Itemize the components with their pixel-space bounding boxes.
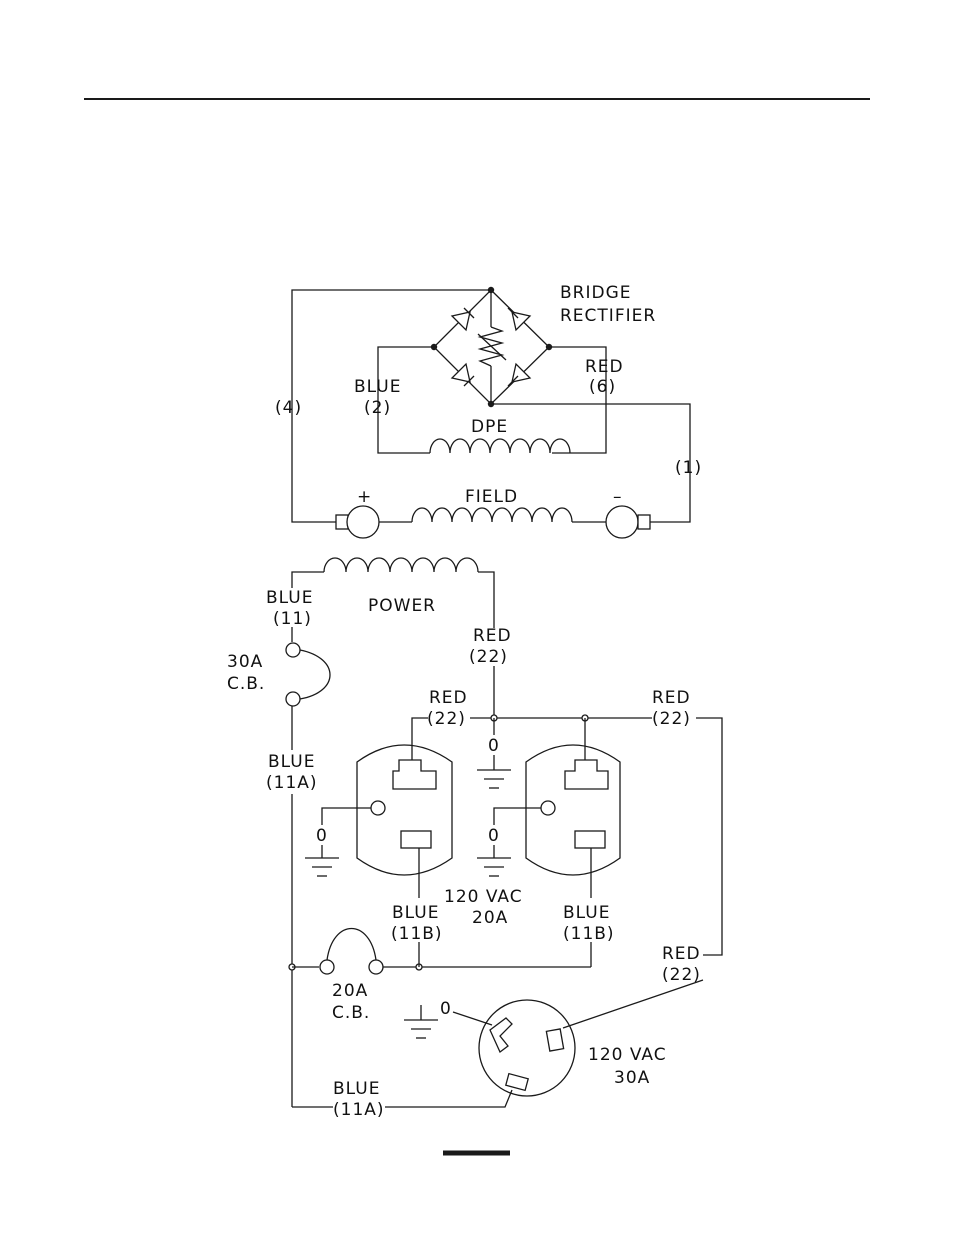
- label-vac120-20-line1: 120 VAC: [444, 887, 523, 907]
- diode-icon: [508, 308, 530, 330]
- label-red-22-top-num: (22): [469, 647, 508, 667]
- diode-icon: [508, 364, 530, 386]
- label-wire-4: (4): [275, 398, 302, 418]
- dpe-coil-icon: [430, 439, 570, 453]
- label-blue-11b-right-color: BLUE: [563, 903, 610, 923]
- label-red-22-right-num: (22): [652, 709, 691, 729]
- label-vac120-30-line1: 120 VAC: [588, 1045, 667, 1065]
- label-blue-11b-left-num: (11B): [391, 924, 443, 944]
- ground-icon: [477, 770, 511, 788]
- label-power: POWER: [368, 596, 436, 616]
- label-red-22-left-num: (22): [427, 709, 466, 729]
- label-red-22-lower-color: RED: [662, 944, 701, 964]
- bridge-rectifier: [431, 287, 552, 407]
- label-blue-11b-left-color: BLUE: [392, 903, 439, 923]
- label-red-6-num: (6): [589, 377, 616, 397]
- label-minus: –: [613, 487, 623, 507]
- label-blue-11-color: BLUE: [266, 588, 313, 608]
- label-blue-2-num: (2): [364, 398, 391, 418]
- label-dpe: DPE: [471, 417, 508, 437]
- label-blue-11a-mid-num: (11A): [266, 773, 318, 793]
- label-blue-11b-right-num: (11B): [563, 924, 615, 944]
- label-wire-1: (1): [675, 458, 702, 478]
- label-blue-2-color: BLUE: [354, 377, 401, 397]
- power-coil-icon: [324, 558, 478, 572]
- ground-icon: [477, 858, 511, 876]
- label-blue-11a-mid-color: BLUE: [268, 752, 315, 772]
- ground-icon: [404, 1005, 438, 1038]
- label-cb20-a: 20A: [332, 981, 368, 1001]
- field-minus-terminal: [606, 506, 638, 538]
- label-zero-center-upper: 0: [488, 736, 500, 756]
- receptacle-20a-right: [526, 745, 620, 875]
- label-zero-left: 0: [316, 826, 328, 846]
- label-red-6-color: RED: [585, 357, 624, 377]
- label-cb30-a: 30A: [227, 652, 263, 672]
- label-zero-center-lower: 0: [488, 826, 500, 846]
- label-red-22-top-color: RED: [473, 626, 512, 646]
- label-zero-twist: 0: [440, 999, 452, 1019]
- label-blue-11a-bottom-color: BLUE: [333, 1079, 380, 1099]
- breaker-20a-icon: [320, 929, 383, 975]
- ground-icon: [305, 858, 339, 876]
- label-plus: +: [357, 487, 372, 507]
- label-red-22-right-color: RED: [652, 688, 691, 708]
- label-blue-11a-bottom-num: (11A): [333, 1100, 385, 1120]
- label-vac120-20-line2: 20A: [472, 908, 508, 928]
- label-vac120-30-line2: 30A: [614, 1068, 650, 1088]
- label-cb20-b: C.B.: [332, 1003, 370, 1023]
- wire-1: [491, 404, 690, 522]
- label-bridge: BRIDGE: [560, 283, 632, 303]
- label-red-22-lower-num: (22): [662, 965, 701, 985]
- label-field: FIELD: [465, 487, 518, 507]
- label-rectifier: RECTIFIER: [560, 306, 656, 326]
- label-blue-11-num: (11): [273, 609, 312, 629]
- field-plus-terminal: [347, 506, 379, 538]
- diode-icon: [452, 364, 474, 386]
- label-red-22-left-color: RED: [429, 688, 468, 708]
- label-cb30-b: C.B.: [227, 674, 265, 694]
- field-coil-icon: [412, 508, 572, 522]
- diode-icon: [452, 308, 474, 330]
- breaker-30a-icon: [286, 643, 330, 706]
